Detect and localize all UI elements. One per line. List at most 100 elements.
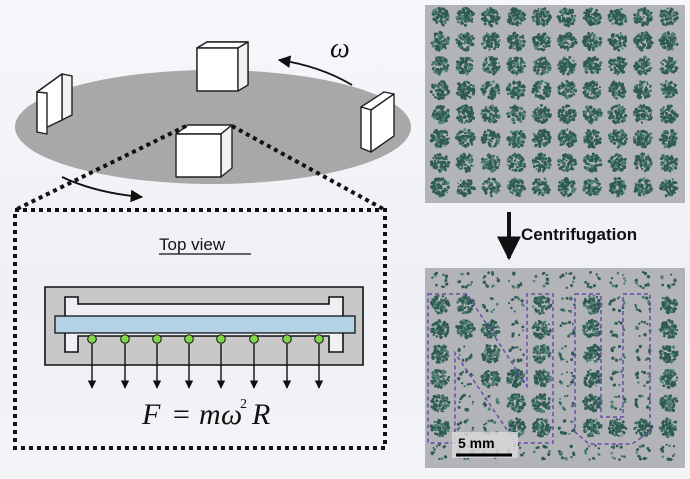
tissue-spot <box>659 104 679 124</box>
tissue-spot <box>634 320 652 337</box>
tissue-spot <box>556 31 578 52</box>
svg-text:F: F <box>141 398 161 431</box>
tissue-spot <box>583 152 603 173</box>
tissue-spot <box>582 343 602 364</box>
tissue-spot <box>658 345 679 364</box>
bead-with-force-arrow <box>314 334 324 389</box>
tissue-spot <box>659 129 678 149</box>
tissue-spot <box>429 319 450 340</box>
bead-with-force-arrow <box>282 334 292 389</box>
tissue-spot <box>582 7 602 27</box>
tissue-spot <box>659 368 679 389</box>
tissue-spot <box>430 30 450 52</box>
tissue-spot <box>508 295 525 313</box>
tissue-spot <box>482 55 501 76</box>
tissue-spot <box>582 129 602 149</box>
tissue-spot <box>557 79 578 100</box>
tissue-spot <box>532 271 550 288</box>
top-view-label: Top view <box>159 235 226 254</box>
tissue-spot <box>480 153 501 173</box>
pattern-outline-nu <box>427 293 651 445</box>
tissue-spot <box>532 418 552 438</box>
tissue-spot <box>607 103 628 125</box>
tissue-spot <box>559 272 576 290</box>
tissue-spot <box>457 393 474 412</box>
omega-label: ω <box>330 33 350 64</box>
tissue-spot <box>480 369 501 389</box>
svg-text:ω: ω <box>221 398 242 431</box>
tissue-spot <box>506 177 527 197</box>
tissue-spot <box>608 80 627 100</box>
bead-with-force-arrow <box>249 334 259 389</box>
tissue-spot <box>531 7 552 27</box>
tissue-spot <box>584 270 601 289</box>
tissue-spot <box>658 319 679 339</box>
tissue-spot <box>582 56 603 75</box>
tissue-spot <box>482 271 500 288</box>
tissue-spot <box>480 129 501 148</box>
tissue-spot <box>531 128 552 148</box>
micrograph-after-spots <box>429 270 679 462</box>
tissue-spot <box>582 105 603 125</box>
tissue-spot <box>430 443 448 461</box>
tissue-spot <box>633 152 653 173</box>
tissue-spot <box>429 128 451 149</box>
tissue-spot <box>531 295 553 315</box>
tissue-spot <box>634 394 652 409</box>
tissue-spot <box>506 129 527 149</box>
tissue-spot <box>558 345 577 363</box>
scale-bar-label: 5 mm <box>458 435 495 451</box>
tissue-spot <box>582 418 603 438</box>
tissue-spot <box>582 80 602 100</box>
tissue-spot <box>633 6 653 27</box>
tissue-spot <box>531 177 551 197</box>
tissue-spot <box>429 80 451 101</box>
bead-row <box>87 334 324 389</box>
chamber-block-left <box>36 73 73 135</box>
tissue-spot <box>633 104 653 124</box>
tissue-spot <box>455 319 476 340</box>
tissue-spot <box>609 370 623 387</box>
tissue-spot <box>582 31 603 52</box>
tissue-spot <box>430 177 450 198</box>
tissue-spot <box>632 80 652 100</box>
tissue-spot <box>506 104 527 125</box>
tissue-spot <box>659 394 679 413</box>
tissue-spot <box>558 394 575 411</box>
tissue-spot <box>454 128 476 148</box>
tissue-spot <box>481 177 501 198</box>
tissue-spot <box>582 177 603 197</box>
tissue-spot <box>633 55 653 76</box>
tissue-spot <box>607 418 628 438</box>
top-view-box <box>13 208 387 450</box>
tissue-spot <box>480 344 501 364</box>
tissue-spot <box>558 444 576 461</box>
bead-with-force-arrow <box>120 334 130 389</box>
tissue-spot <box>431 7 450 27</box>
tissue-spot <box>557 153 578 172</box>
tissue-spot <box>610 344 626 362</box>
tissue-spot <box>480 6 501 28</box>
tissue-spot <box>608 296 626 313</box>
tissue-spot <box>633 177 653 197</box>
chamber-block-top <box>196 41 249 92</box>
tissue-spot <box>457 345 473 363</box>
tissue-spot <box>607 129 628 149</box>
tissue-spot <box>511 319 525 338</box>
bead-with-force-arrow <box>216 334 226 389</box>
tissue-spot <box>532 56 552 76</box>
tissue-spot <box>506 152 527 173</box>
tissue-spot <box>659 296 679 315</box>
bead-with-force-arrow <box>184 334 194 389</box>
tissue-spot <box>559 296 576 314</box>
tissue-spot <box>506 56 527 76</box>
tissue-spot <box>581 318 603 339</box>
tissue-spot <box>608 56 628 76</box>
tissue-spot <box>607 7 628 27</box>
svg-text:=: = <box>171 398 191 431</box>
tissue-spot <box>557 55 577 76</box>
tissue-spot <box>431 271 449 289</box>
tissue-spot <box>531 393 551 413</box>
tissue-spot <box>634 270 651 290</box>
